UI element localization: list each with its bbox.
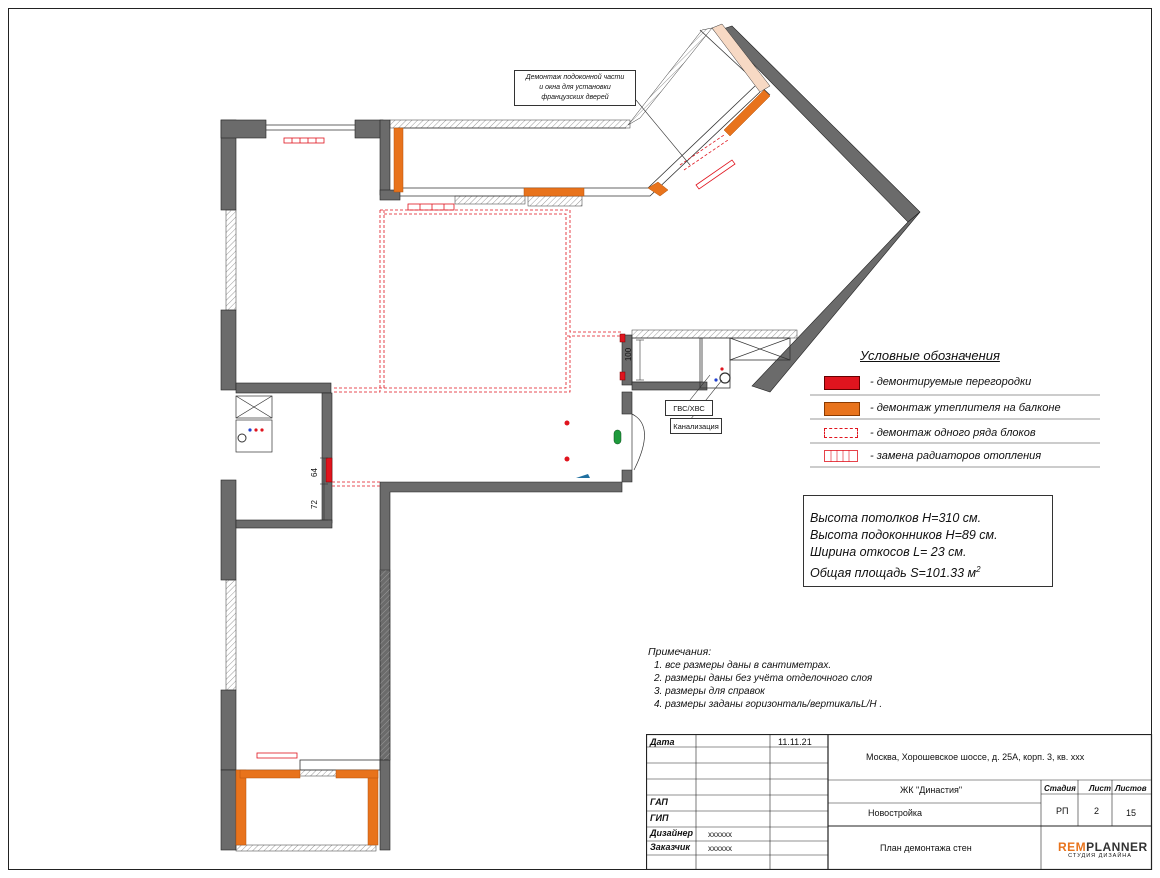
tb-stadiya-label: Стадия (1044, 784, 1076, 793)
info-sill-height: Высота подоконников H=89 см. (810, 528, 998, 542)
tb-designer-label: Дизайнер (650, 828, 694, 838)
balcony-outline (266, 27, 791, 771)
tb-address: Москва, Хорошевское шоссе, д. 25А, корп.… (866, 752, 1085, 762)
callout-window-note: Демонтаж подоконной части и окна для уст… (514, 70, 636, 106)
tb-list-label: Лист (1089, 784, 1111, 793)
legend-swatch-radiator (824, 450, 858, 462)
tb-list: 2 (1094, 806, 1100, 816)
note-item: 4. размеры заданы горизонталь/вертикальL… (654, 699, 883, 710)
tb-stadiya: РП (1056, 806, 1069, 816)
logo-planner: PLANNER (1086, 840, 1148, 854)
sheet-border (8, 8, 1152, 870)
legend-lines (810, 394, 1100, 468)
wet-zone-left (235, 395, 273, 453)
tb-listov: 15 (1126, 808, 1137, 818)
notes-title: Примечания: (648, 646, 712, 658)
legend-swatch-orange (824, 402, 860, 416)
tb-listov-label: Листов (1115, 784, 1147, 793)
label-gvs-hvs: ГВС/ХВС (665, 400, 713, 416)
callout-line: французских дверей (541, 94, 609, 101)
hatched-walls (225, 27, 798, 852)
leader-lines (635, 99, 723, 421)
radiators (256, 137, 736, 759)
callout-line: Демонтаж подоконной части (525, 74, 625, 81)
tb-gip-label: ГИП (650, 813, 669, 823)
insulation-removal (235, 89, 771, 846)
info-slope-width: Ширина откосов L= 23 см. (810, 545, 967, 559)
notes: Примечания: 1. все размеры даны в сантим… (648, 646, 882, 711)
dimension-lines (320, 339, 644, 521)
tb-sheet-title: План демонтажа стен (880, 843, 972, 853)
balcony-end (711, 23, 771, 93)
legend-item-label: - демонтируемые перегородки (870, 376, 1032, 388)
dim-label: 100 (624, 347, 634, 362)
legend-item-label: - демонтаж утеплителя на балконе (870, 402, 1061, 414)
callout-line: и окна для установки (539, 84, 611, 91)
logo-wordmark: REMPLANNER (1058, 840, 1147, 854)
tb-designer: xxxxxx (708, 830, 732, 839)
tb-customer-label: Заказчик (650, 842, 690, 852)
legend-swatch-red (824, 376, 860, 390)
info-ceiling-height: Высота потолков H=310 см. (810, 511, 982, 525)
logo-rem: REM (1058, 840, 1087, 854)
tb-date: 11.11.21 (778, 737, 812, 747)
demolished-partitions (325, 333, 626, 483)
legend-item-label: - демонтаж одного ряда блоков (870, 427, 1036, 439)
legend-item-label: - замена радиаторов отопления (870, 450, 1042, 462)
label-kanalizaciya: Канализация (670, 418, 722, 434)
info-area-sup: 2 (976, 565, 981, 574)
note-item: 3. размеры для справок (654, 686, 765, 697)
info-total-area: Общая площадь S=101.33 м2 (810, 561, 1052, 582)
note-item: 1. все размеры даны в сантиметрах. (654, 660, 832, 671)
block-removal (332, 134, 729, 487)
dim-label: 72 (309, 500, 319, 509)
dim-label: 64 (309, 468, 319, 477)
note-item: 2. размеры даны без учёта отделочного сл… (654, 673, 873, 684)
logo-sub: СТУДИЯ ДИЗАЙНА (1068, 853, 1132, 859)
label-kanalizaciya-text: Канализация (673, 422, 719, 431)
legend-swatch-dashed (824, 428, 858, 438)
legend-title: Условные обозначения (860, 348, 1000, 363)
label-gvs-hvs-text: ГВС/ХВС (673, 404, 705, 413)
tb-complex: ЖК "Династия" (900, 785, 963, 795)
tb-data-label: Дата (650, 737, 675, 747)
info-box: Высота потолков H=310 см. Высота подокон… (803, 495, 1053, 587)
remplanner-logo: REMPLANNER СТУДИЯ ДИЗАЙНА (1058, 840, 1147, 859)
info-area-text: Общая площадь S=101.33 м (810, 566, 977, 581)
tb-gap-label: ГАП (650, 797, 668, 807)
title-block-grid (646, 734, 1153, 870)
tb-customer: xxxxxx (708, 844, 732, 853)
tb-type: Новостройка (868, 808, 922, 818)
